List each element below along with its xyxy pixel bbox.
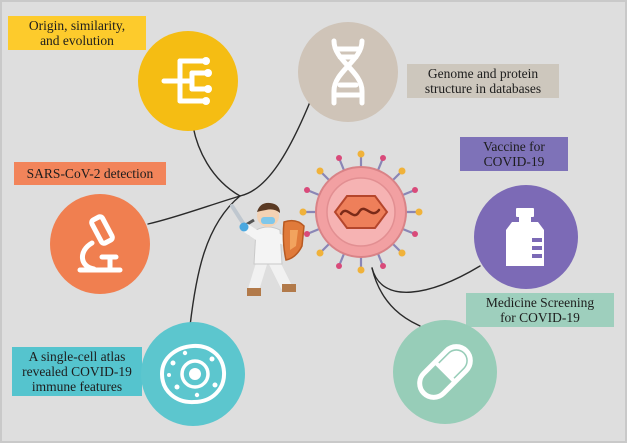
line-to-vaccine	[371, 265, 481, 293]
line-to-detection	[147, 195, 241, 225]
medicine-label: Medicine Screening for COVID-19	[466, 293, 614, 327]
detection-circle	[50, 194, 150, 294]
vaccine-circle	[474, 185, 578, 289]
rna-hexagon	[333, 195, 389, 229]
dna-helix-icon	[326, 37, 370, 107]
phylogenetic-tree-icon	[158, 53, 218, 109]
vaccine-label: Vaccine for COVID-19	[460, 137, 568, 171]
atlas-label: A single-cell atlas revealed COVID-19 im…	[12, 347, 142, 396]
doctor-hero-figure	[230, 202, 305, 296]
vaccine-vial-icon	[502, 206, 550, 268]
origin-circle	[138, 31, 238, 131]
genome-circle	[298, 22, 398, 122]
line-to-medicine	[371, 267, 421, 327]
line-to-genome	[239, 101, 311, 197]
atlas-circle	[141, 322, 245, 426]
coronavirus-illustration	[299, 150, 423, 274]
line-to-origin	[191, 119, 241, 197]
cell-icon	[157, 341, 229, 407]
line-to-atlas	[189, 195, 241, 327]
detection-label: SARS-CoV-2 detection	[14, 162, 166, 185]
genome-label: Genome and protein structure in database…	[407, 64, 559, 98]
microscope-icon	[72, 213, 128, 275]
origin-label: Origin, similarity, and evolution	[8, 16, 146, 50]
capsule-icon	[409, 336, 481, 408]
medicine-circle	[393, 320, 497, 424]
